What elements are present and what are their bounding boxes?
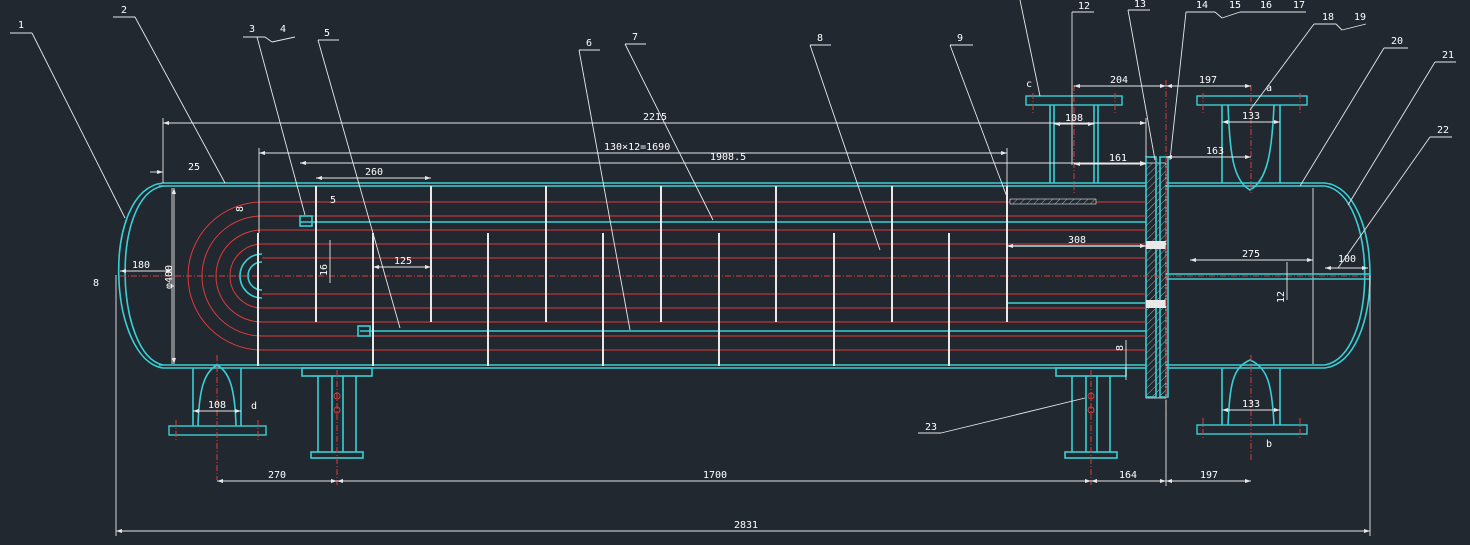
balloon-9: 9 bbox=[957, 33, 963, 44]
dim-16: 16 bbox=[319, 264, 330, 276]
dim-1700: 1700 bbox=[703, 470, 727, 481]
part-balloons: 1 2 3 4 5 6 7 8 9 12 13 14 15 16 17 18 1… bbox=[18, 0, 1454, 433]
tube-bundle bbox=[120, 201, 1370, 351]
dimension-text: 2215 130×12=1690 1908.5 260 5 8 16 125 1… bbox=[93, 75, 1356, 531]
balloon-4: 4 bbox=[280, 24, 286, 35]
saddle-right bbox=[1055, 367, 1127, 485]
dim-1908: 1908.5 bbox=[710, 152, 746, 163]
dim-108-top: 108 bbox=[1065, 113, 1083, 124]
dim-25: 25 bbox=[188, 162, 200, 173]
nozzle-labels: a b c d bbox=[251, 79, 1272, 450]
dim-125: 125 bbox=[394, 256, 412, 267]
dim-8b: 8 bbox=[93, 278, 99, 289]
tubesheet bbox=[1145, 80, 1169, 420]
nozzle-label-a: a bbox=[1266, 83, 1272, 94]
dim-204: 204 bbox=[1110, 75, 1128, 86]
dim-8a: 8 bbox=[235, 206, 246, 212]
balloon-23: 23 bbox=[925, 422, 937, 433]
nozzle-c bbox=[1025, 85, 1123, 195]
balloon-8: 8 bbox=[817, 33, 823, 44]
dim-270: 270 bbox=[268, 470, 286, 481]
balloon-14: 14 bbox=[1196, 0, 1208, 11]
dimension-lines bbox=[115, 84, 1371, 536]
balloon-15: 15 bbox=[1229, 0, 1241, 11]
dim-133-bot: 133 bbox=[1242, 399, 1260, 410]
balloon-5: 5 bbox=[324, 28, 330, 39]
nozzle-a bbox=[1196, 85, 1308, 195]
balloon-19: 19 bbox=[1354, 12, 1366, 23]
nozzle-b bbox=[1196, 355, 1308, 460]
dim-161: 161 bbox=[1109, 153, 1127, 164]
balloon-22: 22 bbox=[1437, 125, 1449, 136]
balloon-7: 7 bbox=[632, 32, 638, 43]
nozzle-label-b: b bbox=[1266, 439, 1272, 450]
dim-100: 100 bbox=[1338, 254, 1356, 265]
dim-133-top: 133 bbox=[1242, 111, 1260, 122]
saddle-left bbox=[301, 367, 373, 485]
nozzle-label-c: c bbox=[1026, 79, 1032, 90]
balloon-12: 12 bbox=[1078, 1, 1090, 12]
baffles bbox=[257, 186, 1097, 366]
nozzle-label-d: d bbox=[251, 401, 257, 412]
balloon-18: 18 bbox=[1322, 12, 1334, 23]
dim-275: 275 bbox=[1242, 249, 1260, 260]
balloon-16: 16 bbox=[1260, 0, 1272, 11]
dim-12: 12 bbox=[1276, 291, 1287, 303]
balloon-3: 3 bbox=[249, 24, 255, 35]
dim-130x12: 130×12=1690 bbox=[604, 142, 670, 153]
balloon-6: 6 bbox=[586, 38, 592, 49]
dim-108-bot: 108 bbox=[208, 400, 226, 411]
nozzle-d bbox=[168, 355, 267, 480]
dim-163: 163 bbox=[1206, 146, 1224, 157]
dim-2215: 2215 bbox=[643, 112, 667, 123]
dim-308: 308 bbox=[1068, 235, 1086, 246]
dim-180: 180 bbox=[132, 260, 150, 271]
balloon-21: 21 bbox=[1442, 50, 1454, 61]
dim-8c: 8 bbox=[1115, 345, 1126, 351]
dim-260: 260 bbox=[365, 167, 383, 178]
balloon-13: 13 bbox=[1134, 0, 1146, 10]
dim-phi400: φ400 bbox=[164, 265, 175, 289]
balloon-1: 1 bbox=[18, 20, 24, 31]
balloon-2: 2 bbox=[121, 5, 127, 16]
dim-197-top: 197 bbox=[1199, 75, 1217, 86]
balloon-20: 20 bbox=[1391, 36, 1403, 47]
dim-197-bot: 197 bbox=[1200, 470, 1218, 481]
dim-5: 5 bbox=[330, 195, 336, 206]
leader-lines bbox=[10, 0, 1456, 434]
dim-164: 164 bbox=[1119, 470, 1137, 481]
dim-2831: 2831 bbox=[734, 520, 758, 531]
balloon-17: 17 bbox=[1293, 0, 1305, 11]
